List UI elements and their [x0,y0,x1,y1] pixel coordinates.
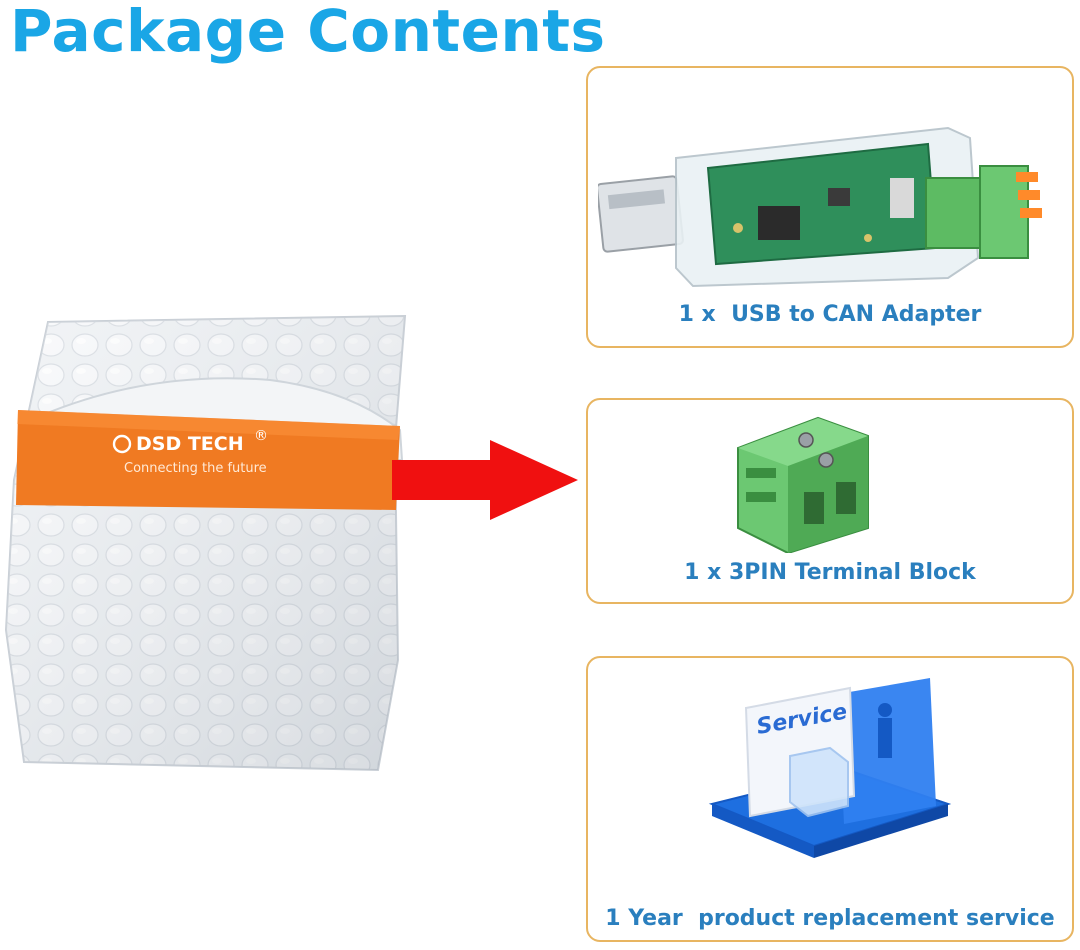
terminal-block-image [737,416,869,553]
service-illustration: Service [708,678,952,858]
item-caption: 1 x 3PIN Terminal Block [684,560,976,585]
page-title: Package Contents [10,0,606,65]
arrow-right-icon [392,440,578,520]
mailer-bag-image: DSD TECH ® Connecting the future [4,314,407,772]
item-card-service: Service 1 Year product replacement servi… [586,656,1074,942]
bag-registered-mark: ® [254,428,268,444]
item-caption: 1 x USB to CAN Adapter [678,302,982,327]
item-card-terminal-block: 1 x 3PIN Terminal Block [586,398,1074,604]
item-card-usb-can-adapter: 1 x USB to CAN Adapter [586,66,1074,348]
bag-brand: DSD TECH [136,433,244,455]
item-caption: 1 Year product replacement service [605,906,1055,931]
usb-can-adapter-image [598,126,1042,288]
bag-slogan: Connecting the future [124,461,267,476]
